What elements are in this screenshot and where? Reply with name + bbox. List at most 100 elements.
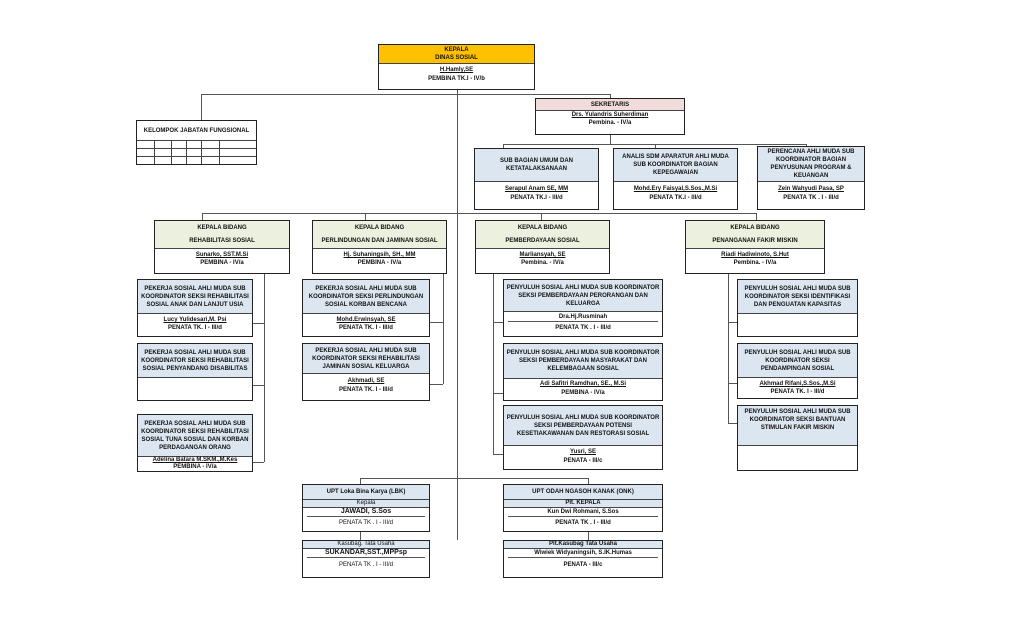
sek-unit-title: SUB BAGIAN UMUM DAN KETATALAKSANAAN <box>475 149 598 182</box>
upt-head-rank: PENATA TK . I - III/d <box>338 520 393 526</box>
bidang-title-1: KEPALA BIDANG <box>197 225 247 232</box>
seksi-title: PENYULUH SOSIAL AHLI MUDA SUB KOORDINATO… <box>504 406 662 446</box>
sek-unit-name: Zein Wahyudi Pasa, SP <box>778 186 844 192</box>
fungsional-title: KELOMPOK JABATAN FUNGSIONAL <box>143 128 250 134</box>
connector <box>202 213 756 214</box>
connector <box>430 322 443 323</box>
seksi-title: PEKERJA SOSIAL AHLI MUDA SUB KOORDINATOR… <box>303 280 429 314</box>
connector <box>728 322 737 323</box>
seksi-box: PENYULUH SOSIAL AHLI MUDA SUB KOORDINATO… <box>737 343 858 399</box>
upt-separator <box>307 516 425 517</box>
bidang-title-1: KEPALA BIDANG <box>517 225 568 232</box>
seksi-title: PENYULUH SOSIAL AHLI MUDA SUB KOORDINATO… <box>738 406 857 446</box>
seksi-rank: PENATA TK. I - III/d <box>770 389 825 395</box>
seksi-name: Akhmad Rifani,S.Sos.,M.Si <box>759 381 836 387</box>
seksi-rank: PEMBINA - IV/a <box>173 464 217 470</box>
kepala-rank: PEMBINA TK.I - IV/b <box>428 76 485 82</box>
upt-head-name: JAWADI, S.Sos <box>340 508 392 515</box>
connector <box>253 385 264 386</box>
connector <box>430 384 443 385</box>
connector <box>493 274 494 454</box>
kelompok-fungsional-box: KELOMPOK JABATAN FUNGSIONAL <box>136 120 257 165</box>
bidang-name: Riadi Hadiwinoto, S.Hut <box>721 252 789 258</box>
upt-tu-name: Wiwiek Widyaningsih, S.IK.Humas <box>534 550 632 556</box>
upt-head-name: Kun Dwi Rohmani, S.Sos <box>547 509 619 515</box>
sek-unit-perencana: PERENCANA AHLI MUDA SUB KOORDINATOR BAGI… <box>757 146 865 210</box>
upt-onk-box: UPT ODAH NGASOH KANAK (ONK) Plt. KEPALA … <box>503 484 663 532</box>
connector <box>610 135 611 144</box>
seksi-title: PEKERJA SOSIAL AHLI MUDA SUB KOORDINATOR… <box>138 415 252 457</box>
connector <box>360 532 361 540</box>
connector <box>443 274 444 384</box>
connector <box>253 462 264 463</box>
connector <box>610 94 611 98</box>
seksi-box: PEKERJA SOSIAL AHLI MUDA SUB KOORDINATOR… <box>137 414 253 472</box>
bidang-rank: PEMBINA - IV/a <box>200 260 244 266</box>
seksi-title: PEKERJA SOSIAL AHLI MUDA SUB KOORDINATOR… <box>138 280 252 314</box>
upt-onk-tu-box: Plt.Kasubag Tata Usaha Wiwiek Widyanings… <box>503 540 663 578</box>
bidang-name: Marliansyah, SE <box>519 252 566 258</box>
seksi-rank: PENATA TK. I - III/d <box>168 325 222 331</box>
seksi-title: PENYULUH SOSIAL AHLI MUDA SUB KOORDINATO… <box>504 344 662 379</box>
connector <box>728 383 737 384</box>
seksi-rank: PEMBINA - IV/a <box>561 390 605 396</box>
connector <box>264 274 265 462</box>
seksi-title: PEKERJA SOSIAL AHLI MUDA SUB KOORDINATOR… <box>303 344 429 374</box>
connector <box>588 478 589 484</box>
kepala-title-2: DINAS SOSIAL <box>435 55 478 61</box>
upt-head-label: Plt. KEPALA <box>504 500 662 508</box>
seksi-rank: PENATA TK . I - III/d <box>555 325 611 331</box>
upt-tu-rank: PENATA - III/c <box>563 562 603 568</box>
connector <box>457 94 611 95</box>
upt-tu-name: SUKANDAR,SST.,MPPsp <box>324 549 408 556</box>
bidang-name: Hj. Suhaningsih, SH., MM <box>343 252 416 258</box>
bidang-title-2: PERLINDUNGAN DAN JAMINAN SOSIAL <box>321 237 438 244</box>
seksi-box: PENYULUH SOSIAL AHLI MUDA SUB KOORDINATO… <box>503 279 663 337</box>
connector <box>493 322 503 323</box>
seksi-box: PENYULUH SOSIAL AHLI MUDA SUB KOORDINATO… <box>737 405 858 471</box>
upt-tu-label: Kasubag. Tata Usaha <box>303 541 429 549</box>
seksi-title: PENYULUH SOSIAL AHLI MUDA SUB KOORDINATO… <box>738 344 857 378</box>
upt-head-rank: PENATA TK . I - III/d <box>555 520 611 526</box>
seksi-name: Dra.Hj.Rusminah <box>558 314 608 320</box>
seksi-box: PENYULUH SOSIAL AHLI MUDA SUB KOORDINATO… <box>737 279 858 337</box>
upt-title: UPT Loka Bina Karya (LBK) <box>303 485 429 500</box>
fungsional-grid <box>137 140 256 164</box>
seksi-title: PEKERJA SOSIAL AHLI MUDA SUB KOORDINATOR… <box>138 344 252 378</box>
upt-lbk-box: UPT Loka Bina Karya (LBK) Kepala JAWADI,… <box>302 484 430 532</box>
connector <box>365 213 366 220</box>
seksi-box: PEKERJA SOSIAL AHLI MUDA SUB KOORDINATOR… <box>302 279 430 337</box>
bidang-title-2: PENANGANAN FAKIR MISKIN <box>712 237 798 244</box>
connector <box>503 144 504 148</box>
sek-unit-title: ANALIS SDM APARATUR AHLI MUDA SUB KOORDI… <box>614 149 737 182</box>
connector <box>503 144 806 145</box>
connector <box>201 94 457 95</box>
connector <box>756 213 757 220</box>
seksi-box: PEKERJA SOSIAL AHLI MUDA SUB KOORDINATOR… <box>302 343 430 401</box>
sek-unit-name: Serapul Anam SE, MM <box>504 186 569 192</box>
upt-title: UPT ODAH NGASOH KANAK (ONK) <box>504 485 662 500</box>
bidang-title-2: REHABILITASI SOSIAL <box>189 237 255 244</box>
bidang-title-2: PEMBERDAYAAN SOSIAL <box>505 237 580 244</box>
sek-unit-title: PERENCANA AHLI MUDA SUB KOORDINATOR BAGI… <box>758 147 864 182</box>
seksi-name: Mohd.Erwinsyah, SE <box>336 317 396 323</box>
seksi-box: PENYULUH SOSIAL AHLI MUDA SUB KOORDINATO… <box>503 343 663 401</box>
seksi-box: PEKERJA SOSIAL AHLI MUDA SUB KOORDINATOR… <box>137 343 253 401</box>
sek-unit-rank: PENATA TK.I - III/d <box>510 195 563 201</box>
seksi-box: PENYULUH SOSIAL AHLI MUDA SUB KOORDINATO… <box>503 405 663 470</box>
kepala-dinas-box: KEPALA DINAS SOSIAL H.Hamly,SE PEMBINA T… <box>378 44 535 90</box>
seksi-name: Lucy Yulidesari,M. Psi <box>163 317 227 323</box>
sek-unit-rank: PENATA TK . I - III/d <box>783 195 839 201</box>
seksi-title: PENYULUH SOSIAL AHLI MUDA SUB KOORDINATO… <box>738 280 857 314</box>
connector <box>728 423 737 424</box>
upt-tu-rank: PENATA TK . I - III/d <box>338 562 393 568</box>
upt-separator <box>508 516 658 517</box>
seksi-rank: PENATA TK. I - III/d <box>339 387 393 393</box>
bidang-fakir-miskin-box: KEPALA BIDANG PENANGANAN FAKIR MISKIN Ri… <box>685 220 825 274</box>
bidang-rank: Pembina. - IV/a <box>521 260 564 266</box>
connector <box>588 532 589 540</box>
connector <box>360 478 588 479</box>
connector <box>201 94 202 120</box>
seksi-box: PEKERJA SOSIAL AHLI MUDA SUB KOORDINATOR… <box>137 279 253 337</box>
connector <box>457 90 458 540</box>
